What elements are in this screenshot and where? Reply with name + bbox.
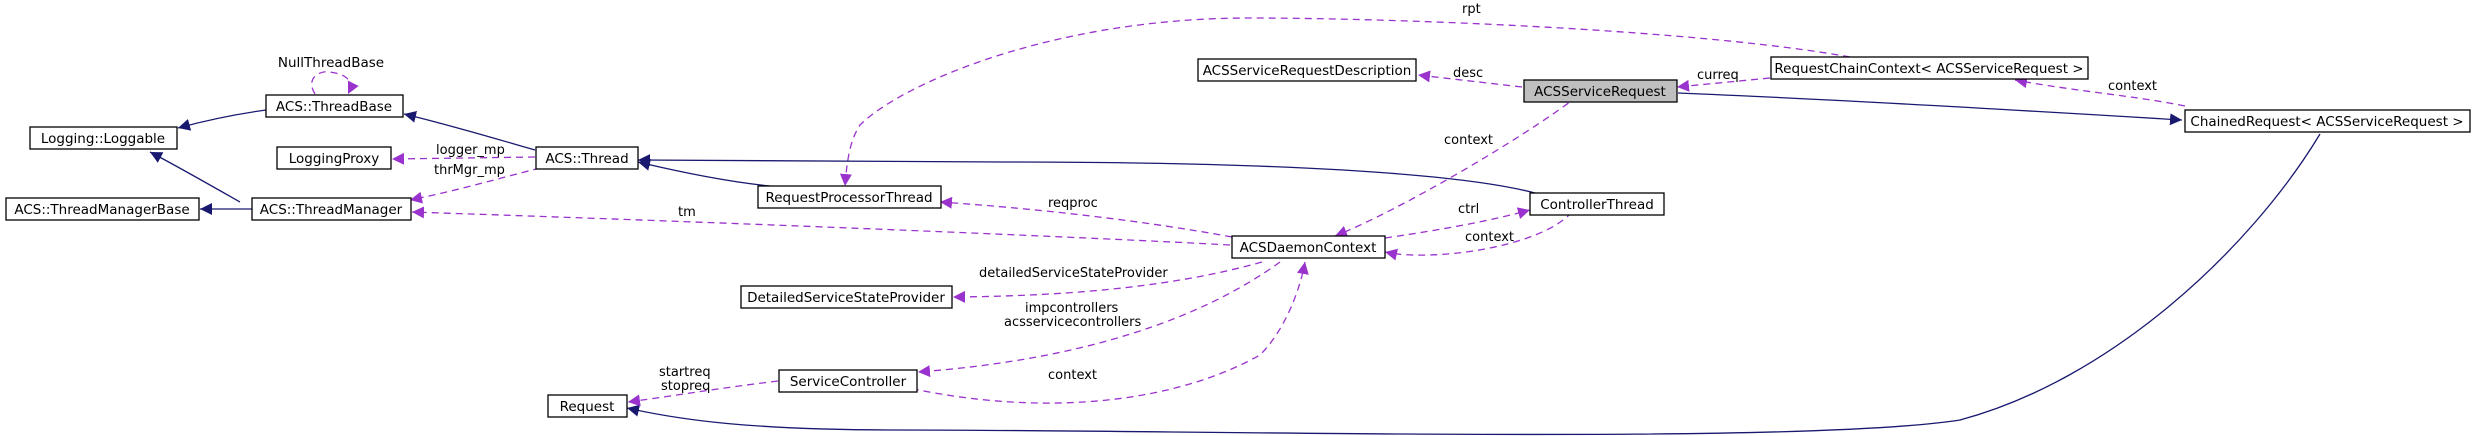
edge-label-thrmgr-mp: thrMgr_mp bbox=[434, 163, 505, 178]
edge-context-controller bbox=[1384, 211, 1573, 261]
edge-startreq bbox=[627, 380, 779, 407]
edge-label-reqproc: reqproc bbox=[1048, 196, 1098, 211]
node-acs-thread[interactable]: ACS::Thread bbox=[535, 146, 639, 170]
node-label: ACS::ThreadManager bbox=[260, 202, 403, 218]
node-request[interactable]: Request bbox=[547, 394, 628, 418]
node-thread-base[interactable]: ACS::ThreadBase bbox=[265, 94, 404, 118]
edge-thread-base-to-loggable bbox=[177, 109, 267, 131]
node-thread-manager[interactable]: ACS::ThreadManager bbox=[251, 197, 412, 221]
edge-thrmgr-mp bbox=[409, 167, 541, 204]
edge-label-context-service: context bbox=[1048, 368, 1097, 383]
node-thread-manager-base[interactable]: ACS::ThreadManagerBase bbox=[5, 197, 200, 221]
node-loggable[interactable]: Logging::Loggable bbox=[29, 126, 178, 150]
node-label: ServiceController bbox=[790, 374, 907, 390]
edge-label-context-controller: context bbox=[1465, 230, 1514, 245]
node-logging-proxy[interactable]: LoggingProxy bbox=[276, 146, 392, 170]
node-label: Logging::Loggable bbox=[41, 131, 165, 147]
edge-acs-thread-to-thread-base bbox=[403, 110, 536, 151]
node-label: LoggingProxy bbox=[289, 151, 380, 167]
edge-label-impcontrollers: impcontrollers bbox=[1025, 301, 1119, 316]
edge-label-desc: desc bbox=[1453, 66, 1483, 81]
node-label: ACS::ThreadBase bbox=[276, 99, 392, 115]
node-label: RequestChainContext< ACSServiceRequest > bbox=[1774, 61, 2083, 77]
edge-context-daemon bbox=[1334, 95, 1579, 238]
node-request-chain-context[interactable]: RequestChainContext< ACSServiceRequest > bbox=[1770, 56, 2089, 80]
edge-ctrl bbox=[1384, 207, 1531, 239]
node-label: ACS::ThreadManagerBase bbox=[14, 202, 189, 218]
node-label: ACSDaemonContext bbox=[1240, 240, 1377, 256]
edge-tm bbox=[411, 206, 1231, 246]
edge-rpt bbox=[839, 17, 1851, 187]
node-request-processor-thread[interactable]: RequestProcessorThread bbox=[757, 185, 942, 209]
node-label: ChainedRequest< ACSServiceRequest > bbox=[2190, 114, 2463, 130]
node-acs-service-request[interactable]: ACSServiceRequest bbox=[1523, 79, 1678, 103]
node-label: Request bbox=[560, 399, 615, 415]
edge-thread-manager-to-loggable bbox=[149, 151, 241, 203]
edge-desc bbox=[1417, 70, 1523, 88]
node-detailed-service-state-provider[interactable]: DetailedServiceStateProvider bbox=[740, 285, 953, 309]
node-label: ControllerThread bbox=[1540, 197, 1654, 213]
edge-label-stopreq: stopreq bbox=[661, 379, 710, 394]
node-acs-daemon-context[interactable]: ACSDaemonContext bbox=[1231, 235, 1386, 259]
edge-label-ctrl: ctrl bbox=[1458, 202, 1479, 217]
node-chained-request[interactable]: ChainedRequest< ACSServiceRequest > bbox=[2184, 109, 2471, 133]
edge-impcontrollers bbox=[917, 261, 1281, 378]
node-controller-thread[interactable]: ControllerThread bbox=[1529, 192, 1665, 216]
edge-chained-to-request bbox=[626, 133, 2321, 436]
edge-reqproc bbox=[939, 196, 1233, 238]
edge-label-curreq: curreq bbox=[1697, 68, 1739, 83]
node-label: RequestProcessorThread bbox=[765, 190, 932, 206]
edge-label-logger-mp: logger_mp bbox=[436, 143, 505, 158]
node-label: DetailedServiceStateProvider bbox=[747, 290, 945, 306]
edge-acs-service-request-to-chained bbox=[1677, 92, 2183, 126]
edge-label-detailed-provider: detailedServiceStateProvider bbox=[979, 266, 1168, 281]
edge-label-context-daemon: context bbox=[1444, 133, 1493, 148]
edge-request-processor-to-acs-thread bbox=[637, 158, 771, 187]
node-label: ACSServiceRequestDescription bbox=[1203, 63, 1412, 79]
node-acs-service-request-description[interactable]: ACSServiceRequestDescription bbox=[1197, 58, 1417, 82]
edge-controller-thread-to-acs-thread bbox=[637, 154, 1536, 194]
edge-label-tm: tm bbox=[678, 205, 696, 220]
edge-null-thread-base-self bbox=[311, 71, 359, 95]
edge-label-context-chained: context bbox=[2108, 79, 2157, 94]
edge-context-chained bbox=[2014, 76, 2186, 107]
node-label: ACS::Thread bbox=[545, 151, 628, 167]
node-service-controller[interactable]: ServiceController bbox=[778, 369, 918, 393]
edge-context-service bbox=[899, 261, 1309, 404]
edge-curreq bbox=[1676, 77, 1771, 92]
edge-label-acsservicecontrollers: acsservicecontrollers bbox=[1004, 315, 1141, 330]
edge-label-startreq: startreq bbox=[659, 365, 711, 380]
node-label: ACSServiceRequest bbox=[1534, 84, 1666, 100]
node-null-thread-base-label: NullThreadBase bbox=[278, 55, 384, 71]
edge-label-rpt: rpt bbox=[1462, 2, 1481, 17]
